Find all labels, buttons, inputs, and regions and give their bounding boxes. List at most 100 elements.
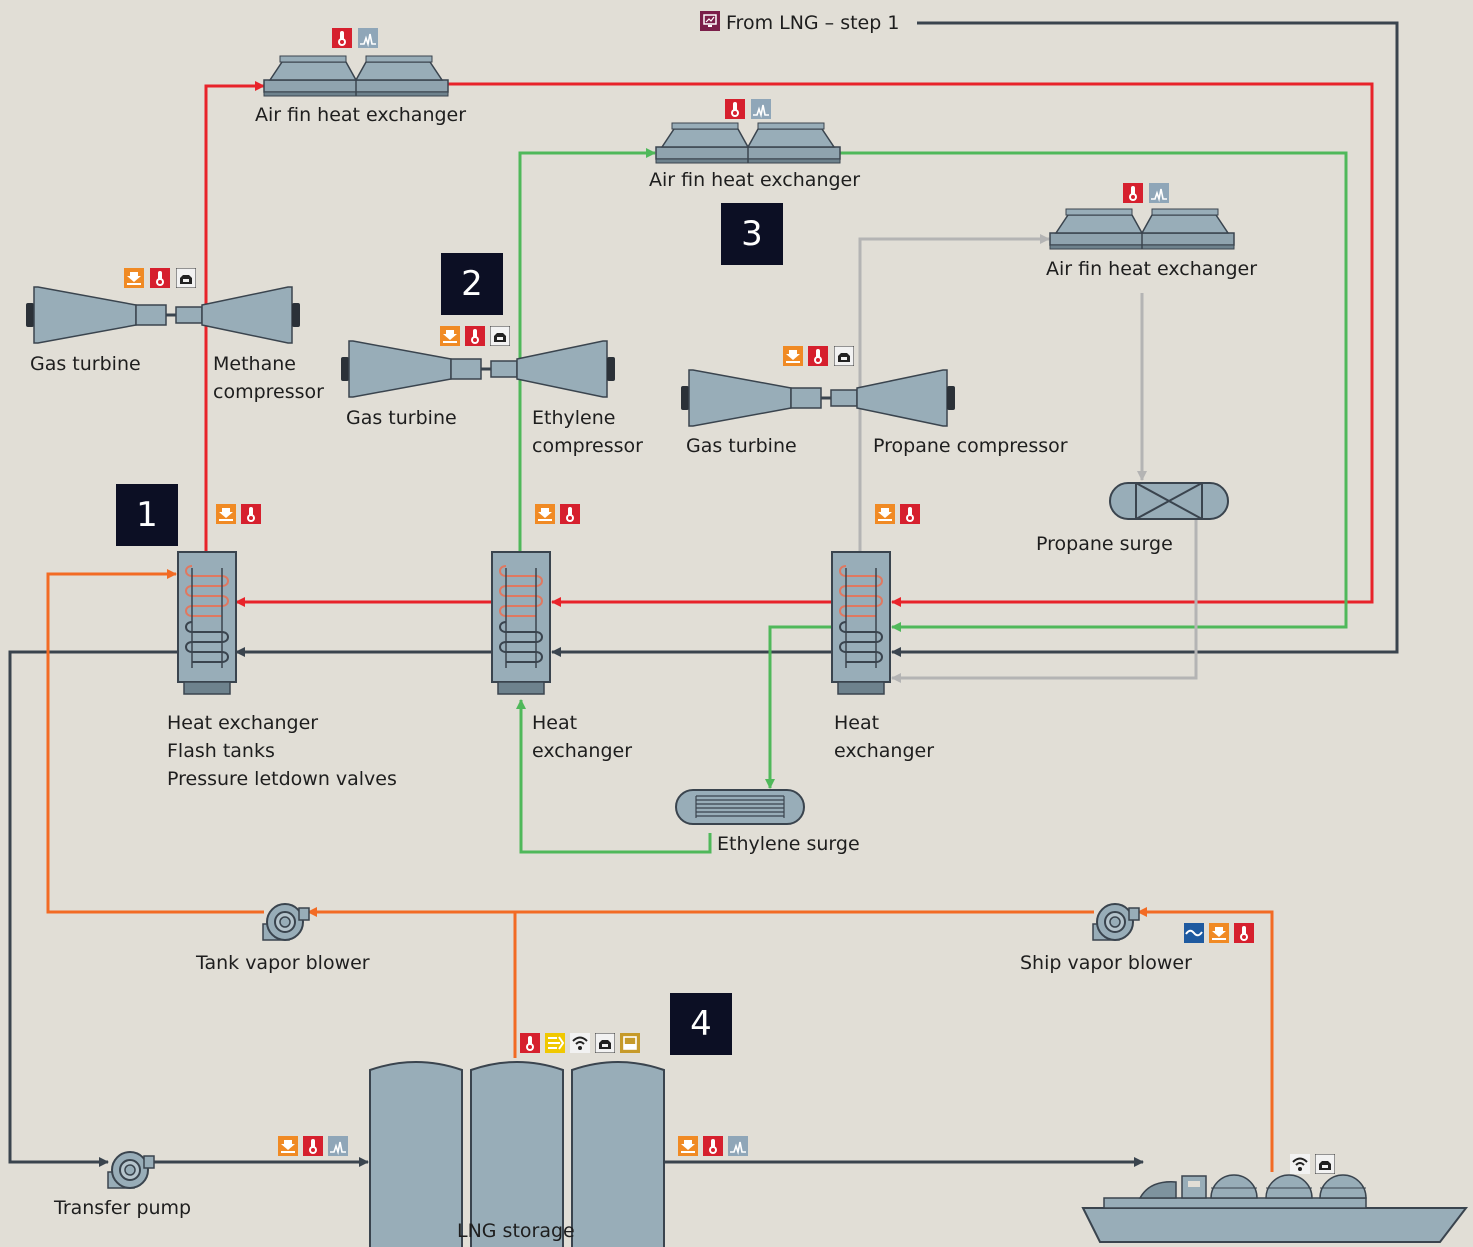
step-badge-4: 4 [670, 993, 732, 1055]
gas-turbine-1-label: Gas turbine [30, 353, 141, 375]
hx1-line-1: Heat exchanger [167, 712, 319, 734]
airfin-ethylene [655, 122, 841, 164]
temperature-icon [725, 99, 745, 119]
ship-vapor-blower-label: Ship vapor blower [1020, 952, 1192, 974]
ethylene-line-hx2-airfin [518, 148, 656, 552]
temperature-icon [520, 1033, 540, 1053]
lng-storage-label: LNG storage [457, 1220, 575, 1242]
propane-surge-drum [1109, 482, 1229, 520]
ethylene-surge-label: Ethylene surge [717, 833, 860, 855]
gas-turbine-3-label: Gas turbine [686, 435, 797, 457]
network-icon [176, 268, 196, 288]
transfer-pump [107, 1151, 155, 1189]
temperature-icon [241, 504, 261, 524]
source-label: From LNG – step 1 [726, 12, 900, 34]
temperature-icon [465, 326, 485, 346]
temperature-icon [150, 268, 170, 288]
temperature-icon [303, 1136, 323, 1156]
temperature-icon [703, 1136, 723, 1156]
temperature-icon [332, 28, 352, 48]
pressure-icon [124, 268, 144, 288]
hx1-label: Heat exchanger Flash tanks Pressure letd… [167, 709, 397, 793]
airfin-methane-label: Air fin heat exchanger [255, 104, 467, 126]
analyzer-icon [751, 99, 771, 119]
ethylene-line-surge-hx2 [516, 699, 712, 854]
pressure-icon [440, 326, 460, 346]
propane-surge-label: Propane surge [1036, 533, 1173, 555]
temperature-icon [808, 346, 828, 366]
network-icon [1315, 1154, 1335, 1174]
analyzer-icon [728, 1136, 748, 1156]
vapor-line-ship-blower [1137, 907, 1274, 1172]
temperature-icon [900, 504, 920, 524]
airfin-propane-label: Air fin heat exchanger [1046, 258, 1258, 280]
turbine-methane [24, 285, 302, 345]
pressure-icon [535, 504, 555, 524]
step-badge-3: 3 [721, 203, 783, 265]
methane-line-hx1-airfin [204, 81, 265, 552]
propane-line-surge-hx3 [891, 520, 1198, 683]
ship-vapor-blower [1092, 903, 1140, 941]
level-icon [620, 1033, 640, 1053]
power-icon [1184, 923, 1204, 943]
network-icon [595, 1033, 615, 1053]
pressure-icon [216, 504, 236, 524]
ethylene-compressor-line-1: Ethylene [532, 407, 616, 429]
hx3-label: Heat exchanger [834, 709, 934, 765]
pressure-icon [783, 346, 803, 366]
propane-compressor-label: Propane compressor [873, 435, 1068, 457]
methane-compressor-label: Methane compressor [213, 350, 324, 406]
temperature-icon [1123, 183, 1143, 203]
hx2-line-2: exchanger [532, 740, 633, 762]
lng-feed-line [891, 21, 1399, 657]
methane-line-airfin-hx3 [448, 82, 1374, 607]
hx2-line-1: Heat [532, 712, 578, 734]
ethylene-line-airfin-hx3 [840, 151, 1348, 632]
hmi-icon [700, 11, 720, 31]
airfin-methane [263, 55, 449, 97]
wireless-icon [570, 1033, 590, 1053]
methane-compressor-line-1: Methane [213, 353, 296, 375]
temperature-icon [560, 504, 580, 524]
flow-icon [545, 1033, 565, 1053]
hx3-line-2: exchanger [834, 740, 935, 762]
analyzer-icon [328, 1136, 348, 1156]
lng-carrier-ship [1081, 1174, 1469, 1243]
lng-storage-tank-1 [369, 1061, 463, 1247]
heat-exchanger-3 [831, 551, 891, 695]
lng-storage-tank-3 [571, 1061, 665, 1247]
transfer-pump-label: Transfer pump [54, 1197, 192, 1219]
tank-vapor-blower [262, 903, 310, 941]
hx1-line-2: Flash tanks [167, 740, 275, 762]
gas-turbine-2-label: Gas turbine [346, 407, 457, 429]
pressure-icon [678, 1136, 698, 1156]
heat-exchanger-2 [491, 551, 551, 695]
airfin-ethylene-label: Air fin heat exchanger [649, 169, 861, 191]
ethylene-compressor-label: Ethylene compressor [532, 404, 643, 460]
ethylene-line-hx3-surge [765, 625, 832, 789]
turbine-propane [679, 368, 957, 428]
propane-line-hx3-airfin [858, 234, 1050, 552]
lng-line-hx1-pump [8, 650, 178, 1167]
temperature-icon [1234, 923, 1254, 943]
hx3-line-1: Heat [834, 712, 880, 734]
ethylene-surge-drum [675, 789, 805, 825]
pressure-icon [1209, 923, 1229, 943]
pressure-icon [875, 504, 895, 524]
tank-vapor-blower-label: Tank vapor blower [196, 952, 370, 974]
ethylene-compressor-line-2: compressor [532, 435, 643, 457]
airfin-propane [1049, 208, 1235, 250]
network-icon [834, 346, 854, 366]
analyzer-icon [358, 28, 378, 48]
network-icon [490, 326, 510, 346]
step-badge-1: 1 [116, 484, 178, 546]
pressure-icon [278, 1136, 298, 1156]
wireless-icon [1290, 1154, 1310, 1174]
turbine-ethylene [339, 339, 617, 399]
hx1-line-3: Pressure letdown valves [167, 768, 397, 790]
step-badge-2: 2 [441, 253, 503, 315]
vapor-line-blower-hx1 [46, 569, 264, 914]
methane-compressor-line-2: compressor [213, 381, 324, 403]
